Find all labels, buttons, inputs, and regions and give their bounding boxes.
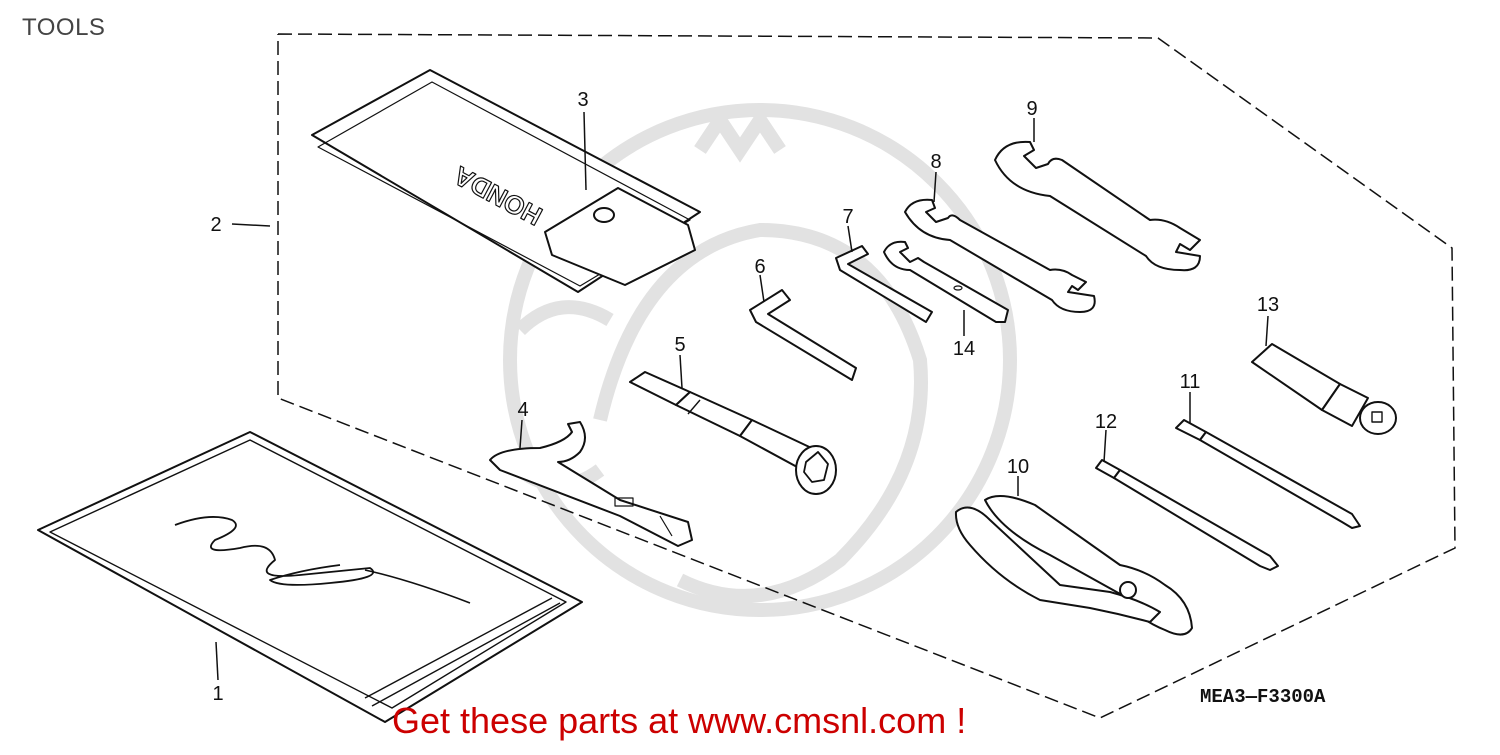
pin-spanner (489, 421, 693, 547)
callout-3: 3 (577, 89, 588, 111)
callout-1: 1 (212, 683, 223, 705)
tool-bag: HONDA (311, 69, 701, 293)
callout-13: 13 (1257, 294, 1279, 316)
callout-9: 9 (1026, 98, 1037, 120)
callout-6: 6 (754, 256, 765, 278)
open-wrench-8 (904, 198, 1096, 313)
diagram-code: MEA3—F3300A (1200, 686, 1326, 708)
screwdriver-12 (1095, 459, 1279, 571)
pliers (954, 495, 1193, 636)
spark-plug-wrench (629, 371, 837, 495)
callout-14: 14 (953, 338, 975, 360)
callout-4: 4 (517, 399, 528, 421)
open-wrench-9 (994, 140, 1201, 272)
callout-12: 12 (1095, 411, 1117, 433)
page-title: TOOLS (22, 14, 106, 41)
callout-5: 5 (674, 334, 685, 356)
screwdriver-handle (1251, 343, 1397, 435)
hex-key-large (749, 289, 857, 381)
callout-11: 11 (1180, 371, 1201, 393)
callout-10: 10 (1007, 456, 1029, 478)
screwdriver-11 (1175, 419, 1361, 529)
promo-link[interactable]: Get these parts at www.cmsnl.com ! (392, 700, 967, 741)
callout-8: 8 (930, 151, 941, 173)
callout-2: 2 (210, 214, 221, 236)
watermark-logo (503, 103, 1017, 617)
callout-7: 7 (842, 206, 853, 228)
leader-lines (215, 111, 1269, 681)
hex-key-small (835, 245, 933, 323)
callout-labels: 1 2 3 4 5 6 7 8 9 10 11 12 13 14 (210, 89, 1279, 705)
flat-wrench (883, 240, 1009, 323)
boundary-outline (277, 33, 1456, 719)
owners-manual (37, 431, 583, 723)
